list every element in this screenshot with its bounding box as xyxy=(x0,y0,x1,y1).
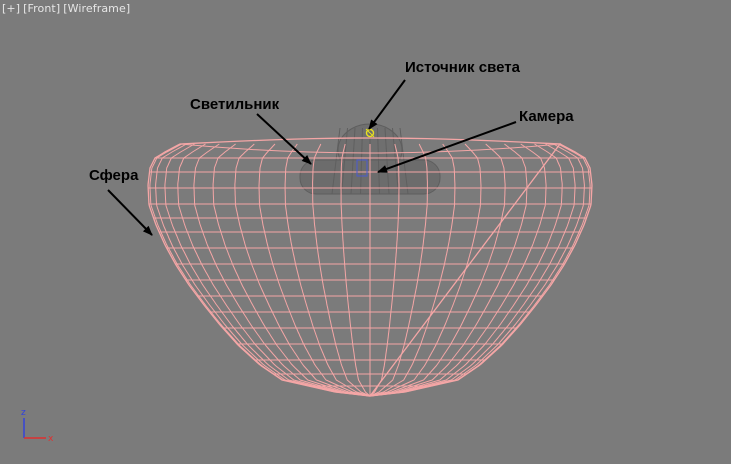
viewport-label[interactable]: [+][Front][Wireframe] xyxy=(2,2,133,15)
sphere-meridian-line xyxy=(234,143,371,397)
sphere-meridian-line xyxy=(369,143,591,397)
camera-icon[interactable] xyxy=(356,159,368,177)
sphere-meridian-line xyxy=(212,143,371,397)
lamp-mesh-line xyxy=(341,127,348,195)
camera-arrow xyxy=(377,121,517,173)
sphere-meridian-line xyxy=(258,143,371,397)
sphere-meridian-line xyxy=(193,143,371,397)
lamp-mesh-line xyxy=(392,127,399,195)
sphere-meridian-line xyxy=(177,143,371,397)
sphere-meridian-line xyxy=(369,143,563,397)
light-source-label: Источник света xyxy=(405,59,521,76)
sphere-label: Сфера xyxy=(89,167,139,184)
axis-gizmo: z x xyxy=(21,408,54,444)
sphere-meridian-line xyxy=(369,143,482,397)
sphere-wireframe[interactable] xyxy=(147,137,593,397)
camera-label: Камера xyxy=(519,108,574,125)
sphere-meridian-line xyxy=(164,143,371,397)
lamp-mesh-line xyxy=(377,127,380,195)
axis-z-label: z xyxy=(21,408,26,418)
viewport-menu-view[interactable]: [Front] xyxy=(23,2,61,15)
lamp-mesh-line xyxy=(360,127,363,195)
lamp-label: Светильник xyxy=(190,96,280,113)
light-source-arrow xyxy=(368,79,406,130)
sphere-meridian-line xyxy=(369,143,456,397)
viewport-menu-shading[interactable]: [Wireframe] xyxy=(63,2,131,15)
sphere-arrow xyxy=(107,189,153,236)
sphere-meridian-line xyxy=(312,143,371,397)
sphere-outline xyxy=(147,137,593,397)
sphere-meridian-line xyxy=(369,143,576,397)
sphere-meridian-line xyxy=(369,143,428,397)
lamp-mesh-line xyxy=(350,127,356,195)
viewport-menu-plus[interactable]: [+] xyxy=(2,2,21,15)
sphere-meridian-line xyxy=(369,143,585,397)
sphere-meridian-line xyxy=(284,143,371,397)
lamp-mesh-line xyxy=(384,127,390,195)
sphere-meridian-line xyxy=(155,143,371,397)
lamp-mesh-line xyxy=(399,127,409,195)
axis-x-label: x xyxy=(48,434,54,444)
sphere-meridian-line xyxy=(149,143,371,397)
sphere-meridian-line xyxy=(369,143,400,397)
sphere-meridian-line xyxy=(369,143,528,397)
sphere-meridian-line xyxy=(369,143,506,397)
lamp-arrow xyxy=(256,113,312,165)
sphere-meridian-line xyxy=(340,143,371,397)
sphere-meridian-line xyxy=(369,143,547,397)
lamp-mesh-line xyxy=(331,127,341,195)
